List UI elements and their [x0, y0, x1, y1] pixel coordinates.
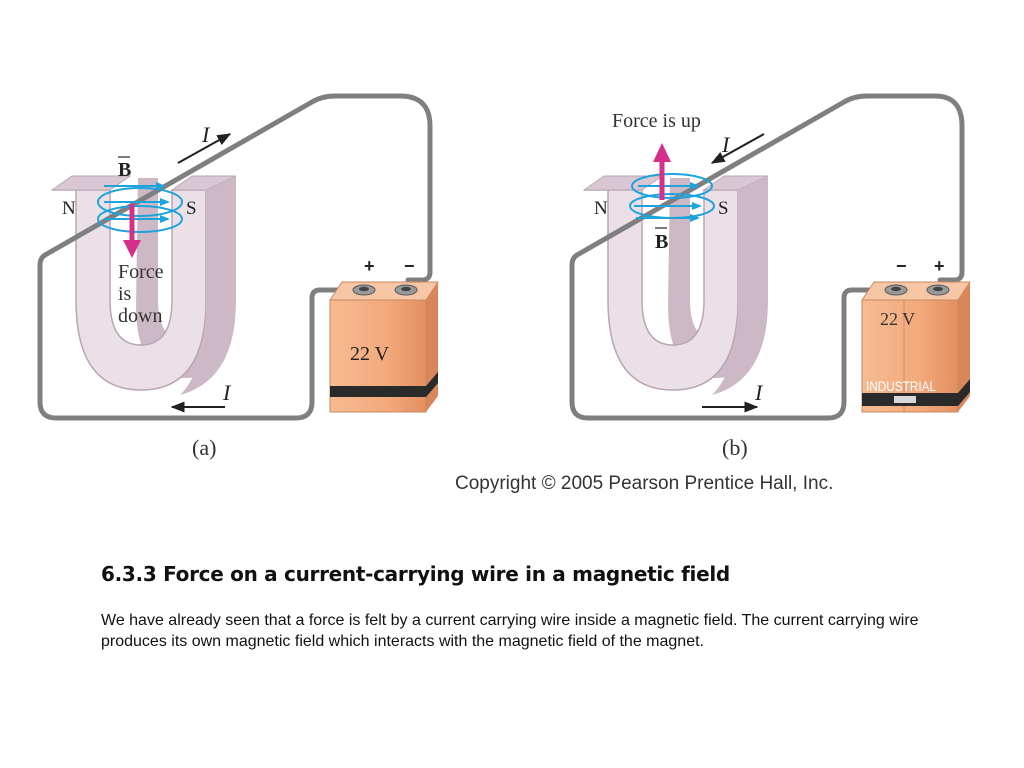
battery-minus-a: − [404, 256, 415, 276]
field-label-a: B [118, 159, 131, 181]
caption-a: (a) [192, 435, 216, 460]
battery-a [329, 281, 439, 413]
force-arrowhead-a [123, 240, 141, 258]
panel-a: N S B Force is down I I [37, 93, 439, 460]
current-arrow-b-top [710, 133, 765, 164]
force-label-a-line1: Force [118, 261, 164, 283]
magnet-a-side [180, 176, 236, 395]
north-label-b: N [594, 198, 608, 219]
battery-minus-b: − [896, 256, 907, 276]
battery-voltage-b: 22 V [880, 309, 915, 329]
current-label-b-bottom: I [754, 380, 764, 405]
battery-plus-b: + [934, 256, 945, 276]
battery-plus-a: + [364, 256, 375, 276]
panel-b: N S B Force is up I I [569, 93, 971, 460]
section-title: 6.3.3 Force on a current-carrying wire i… [101, 562, 730, 586]
north-label-a: N [62, 198, 76, 219]
wire-b [569, 93, 965, 421]
force-label-a-line3: down [118, 305, 162, 327]
south-label-a: S [186, 198, 197, 219]
current-arrow-a-top [177, 133, 232, 164]
battery-b [861, 281, 971, 413]
magnetic-force-diagram: N S B Force is down I I [37, 93, 971, 460]
battery-voltage-a: 22 V [350, 343, 390, 365]
magnet-b [584, 189, 739, 391]
field-label-b: B [655, 231, 668, 253]
current-label-a-top: I [201, 122, 211, 147]
south-label-b: S [718, 198, 729, 219]
field-loop-a-outer [97, 187, 183, 217]
field-loop-a-inner [97, 205, 183, 233]
field-loop-b-outer [631, 173, 713, 199]
copyright-notice: Copyright © 2005 Pearson Prentice Hall, … [455, 473, 834, 494]
magnet-a [52, 189, 207, 391]
force-label-b: Force is up [612, 110, 701, 132]
current-label-b-top: I [721, 132, 731, 157]
battery-brand-b: INDUSTRIAL [866, 378, 936, 394]
force-label-a-line2: is [118, 283, 132, 305]
magnet-b-north-top [582, 175, 664, 191]
magnet-b-side [712, 176, 768, 395]
current-label-a-bottom: I [222, 380, 232, 405]
caption-b: (b) [722, 435, 748, 460]
force-arrowhead-b [653, 143, 671, 162]
section-body: We have already seen that a force is fel… [101, 612, 919, 650]
wire-a [37, 93, 433, 421]
